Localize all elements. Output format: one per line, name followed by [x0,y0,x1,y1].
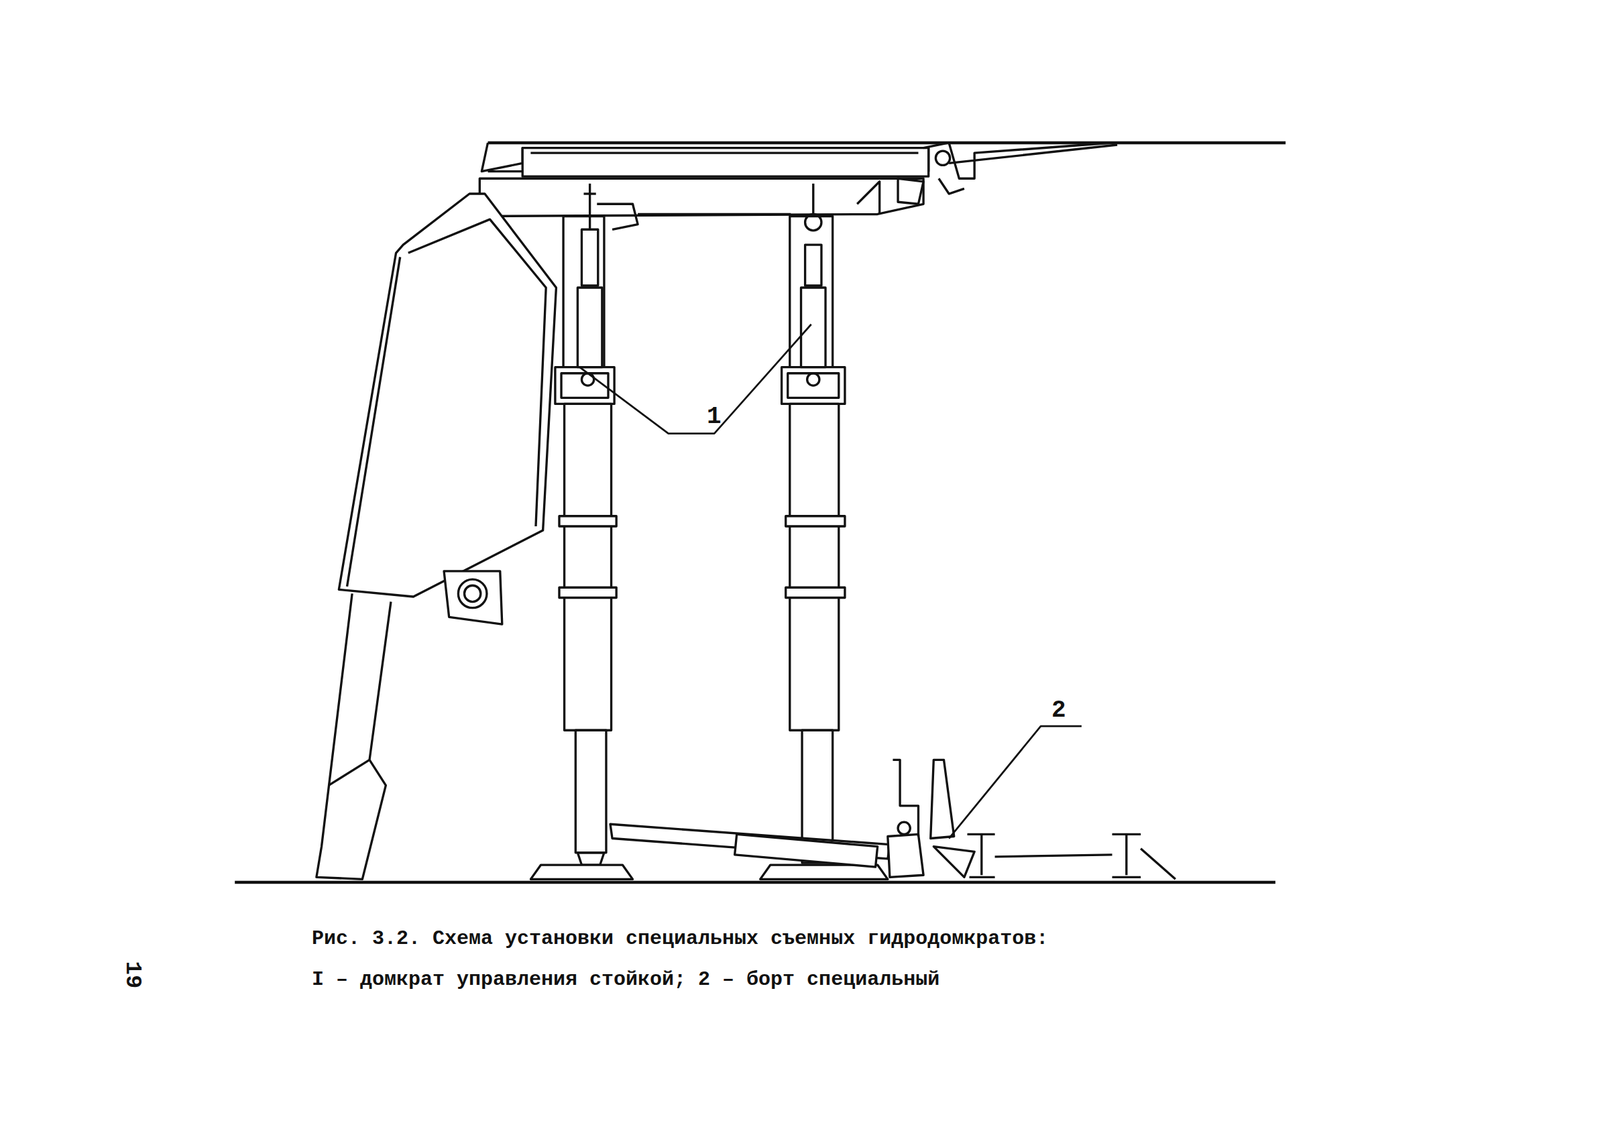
page-number: 19 [120,961,146,990]
callout-number: 1 [706,405,722,430]
figure-caption: Рис. 3.2. Схема установки специальных съ… [311,918,1057,1001]
callout-number: 2 [1051,698,1067,723]
